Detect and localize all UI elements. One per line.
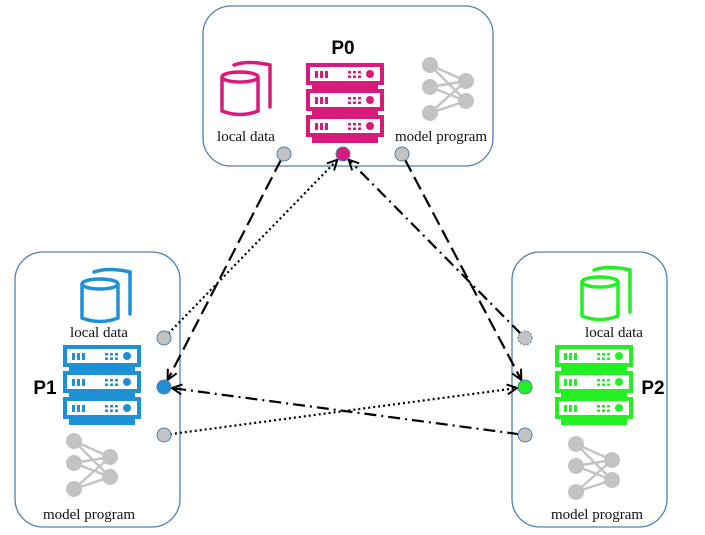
p1-port-data xyxy=(156,330,172,346)
model-program-label: model program xyxy=(43,507,135,523)
local-data-label: local data xyxy=(70,325,128,341)
party-p1: local data P1 model program xyxy=(14,251,181,528)
party-p0-label: P0 xyxy=(331,38,354,59)
p2-port-server xyxy=(517,379,533,395)
p2-port-data xyxy=(517,330,533,346)
edge-p2-to-p0 xyxy=(349,160,522,335)
edge-p0-to-p2 xyxy=(403,158,521,380)
p1-port-model xyxy=(156,427,172,443)
party-p2: local data P2 model program xyxy=(511,251,668,528)
server-icon xyxy=(306,63,384,143)
local-data-label: local data xyxy=(217,129,275,145)
database-icon xyxy=(580,265,632,322)
p2-port-model xyxy=(517,427,533,443)
model-program-label: model program xyxy=(551,507,643,523)
edge-p1-to-p0 xyxy=(167,160,337,335)
p0-port-data xyxy=(276,146,292,162)
server-icon xyxy=(555,345,633,425)
neural-network-icon xyxy=(420,55,476,123)
p1-port-server xyxy=(156,379,172,395)
server-icon xyxy=(63,345,141,425)
neural-network-icon xyxy=(566,434,622,502)
edges xyxy=(167,158,522,436)
p0-port-server xyxy=(335,146,351,162)
party-p0: P0 local data model program xyxy=(202,5,494,167)
edge-p2-to-p1 xyxy=(172,388,520,436)
edge-p0-to-p1 xyxy=(168,158,283,380)
party-p2-label: P2 xyxy=(641,378,664,399)
database-icon xyxy=(80,267,132,324)
p0-port-model xyxy=(394,146,410,162)
party-p1-label: P1 xyxy=(33,378,57,399)
model-program-label: model program xyxy=(395,129,487,145)
database-icon xyxy=(220,60,272,117)
neural-network-icon xyxy=(64,431,120,499)
local-data-label: local data xyxy=(585,325,643,341)
ports xyxy=(156,146,533,443)
